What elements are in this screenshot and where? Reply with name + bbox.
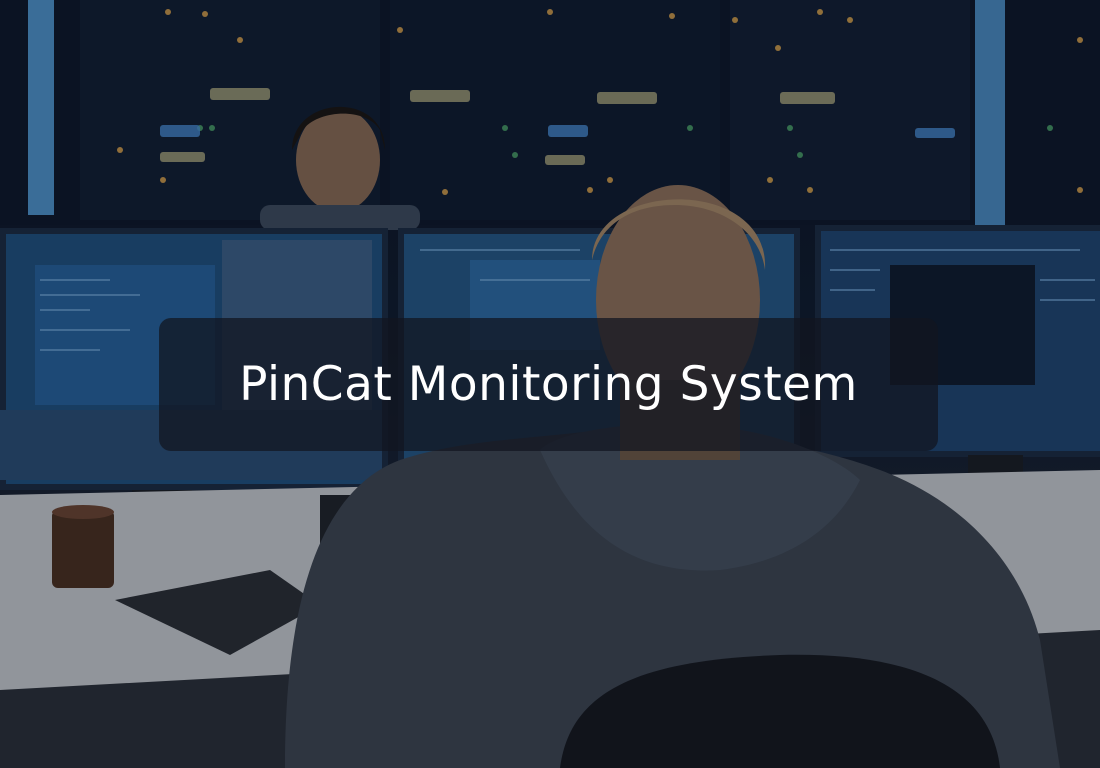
title-overlay-box: PinCat Monitoring System bbox=[159, 318, 938, 451]
page-title: PinCat Monitoring System bbox=[239, 357, 858, 412]
